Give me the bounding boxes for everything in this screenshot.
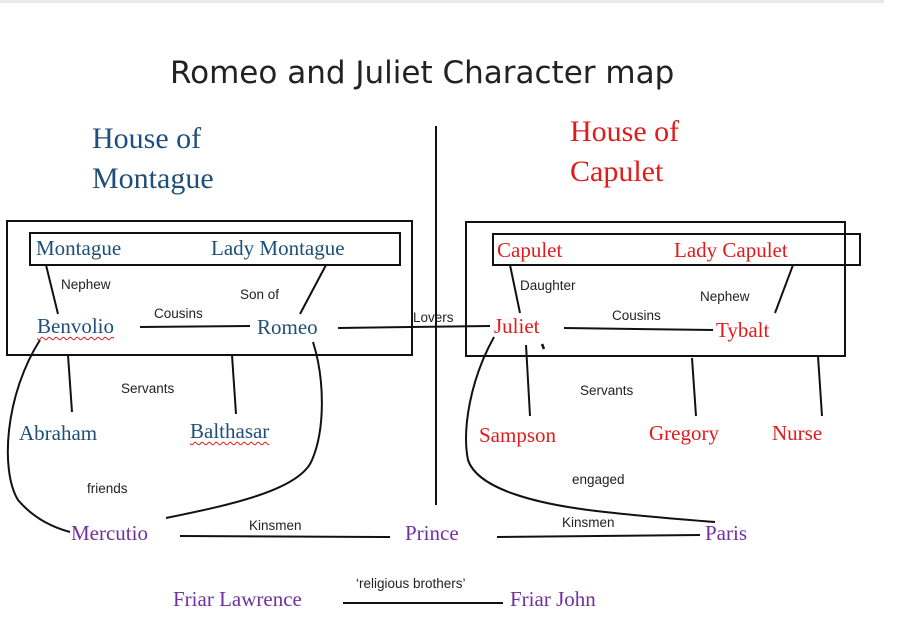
edge-servant-gregory (691, 357, 697, 417)
house-capulet-line1: House of (570, 115, 680, 148)
edge-romeo-mercutio (165, 341, 323, 519)
edge-montague-benvolio (45, 264, 59, 315)
right-margin (884, 0, 898, 630)
capulet-parents-box (492, 233, 861, 266)
relation-label-engaged: engaged (572, 472, 625, 487)
top-border (0, 0, 884, 3)
relation-label-servants-capulet: Servants (580, 383, 634, 398)
montague-parents-box (29, 232, 401, 266)
character-lady-montague: Lady Montague (211, 236, 345, 260)
character-nurse: Nurse (772, 421, 823, 445)
house-capulet-heading: House of Capulet (570, 112, 679, 191)
relation-label-son-of: Son of (240, 287, 280, 302)
house-montague-line2: Montague (92, 161, 214, 195)
relation-label-cousins-montague: Cousins (154, 306, 203, 321)
character-paris: Paris (705, 521, 747, 545)
edge-ladymontague-romeo (299, 264, 327, 315)
edge-ladycapulet-tybalt (774, 264, 794, 314)
montague-family-box (6, 220, 413, 356)
character-capulet: Capulet (497, 238, 563, 262)
edge-capulet-juliet (509, 264, 521, 314)
relation-label-daughter: Daughter (520, 278, 576, 293)
character-gregory: Gregory (649, 421, 719, 445)
relation-label-friends: friends (87, 481, 128, 496)
character-benvolio: Benvolio (37, 314, 114, 338)
capulet-family-box (465, 221, 846, 357)
edge-prince-paris (496, 534, 701, 538)
character-romeo: Romeo (257, 315, 318, 339)
edge-mercutio-prince (179, 535, 391, 538)
character-sampson: Sampson (479, 423, 557, 447)
character-balthasar: Balthasar (190, 419, 270, 443)
relation-label-nephew-montague: Nephew (61, 277, 111, 292)
edge-servant-balthasar (231, 354, 237, 415)
character-tybalt: Tybalt (716, 318, 770, 342)
character-montague: Montague (36, 236, 122, 260)
character-lady-capulet: Lady Capulet (674, 238, 788, 262)
relation-label-cousins-capulet: Cousins (612, 308, 661, 323)
relation-label-servants-montague: Servants (121, 381, 175, 396)
edge-servant-abraham (67, 354, 73, 413)
edge-servant-nurse (817, 355, 823, 417)
edge-romeo-juliet (337, 325, 491, 329)
edge-benvolio-romeo (139, 325, 251, 328)
edge-servant-sampson (525, 344, 531, 417)
house-montague-heading: House of Montague (92, 119, 214, 198)
character-abraham: Abraham (19, 421, 98, 445)
edge-juliet-tybalt (563, 327, 714, 331)
relation-label-religious-brothers: ‘religious brothers’ (356, 576, 466, 591)
edge-benvolio-mercutio (6, 339, 71, 533)
house-capulet-line2: Capulet (570, 154, 664, 188)
relation-label-nephew-capulet: Nephew (700, 289, 750, 304)
edge-juliet-paris (465, 336, 716, 523)
character-mercutio: Mercutio (71, 521, 148, 545)
character-prince: Prince (405, 521, 459, 545)
character-friar-lawrence: Friar Lawrence (173, 587, 302, 611)
house-montague-line1: House of (92, 122, 202, 155)
relation-label-kinsmen-right: Kinsmen (562, 515, 615, 530)
character-friar-john: Friar John (510, 587, 596, 611)
page-title: Romeo and Juliet Character map (170, 55, 675, 91)
character-juliet: Juliet (494, 314, 540, 338)
relation-label-lovers: Lovers (413, 310, 454, 325)
relation-label-kinsmen-left: Kinsmen (249, 518, 302, 533)
